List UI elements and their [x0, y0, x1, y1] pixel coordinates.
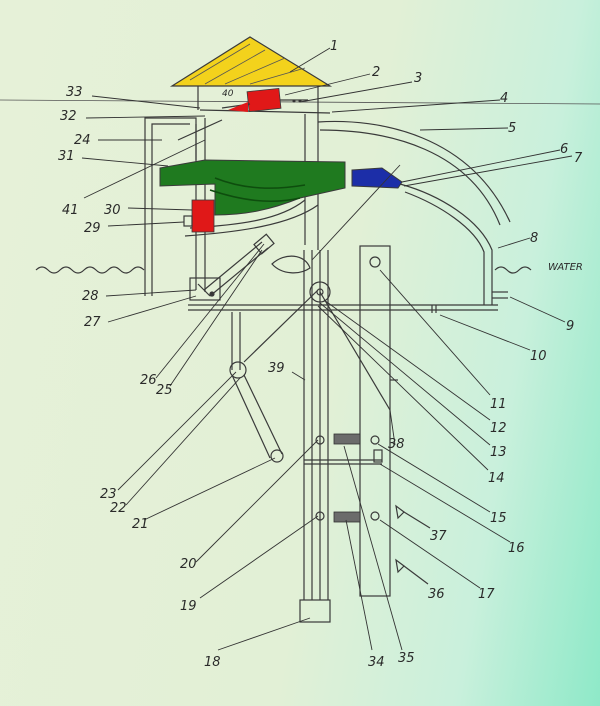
label-24: 24 [74, 133, 91, 148]
label-water: WATER [548, 262, 583, 273]
red-generator [221, 87, 308, 113]
roof [169, 36, 333, 87]
label-41: 41 [62, 203, 79, 218]
label-29: 29 [84, 221, 101, 236]
label-13: 13 [490, 445, 507, 460]
label-40: 40 [222, 89, 234, 99]
label-1: 1 [330, 39, 338, 54]
label-34: 34 [368, 655, 385, 670]
red-box-tab [183, 215, 193, 227]
buoy-flap [271, 255, 311, 274]
cross-members [304, 435, 383, 521]
label-10: 10 [530, 349, 547, 364]
label-18: 18 [204, 655, 221, 670]
base-line [188, 304, 498, 313]
water-line [35, 266, 532, 274]
arrow-markers [395, 504, 431, 585]
red-box [191, 199, 215, 233]
label-32: 32 [60, 109, 77, 124]
leader-lines [81, 47, 573, 651]
main-column [299, 250, 331, 623]
label-11: 11 [490, 397, 507, 412]
label-14: 14 [488, 471, 505, 486]
blue-nozzle [351, 167, 403, 189]
right-pipe [399, 183, 508, 305]
label-36: 36 [428, 587, 445, 602]
curved-arm [317, 120, 511, 226]
label-27: 27 [84, 315, 101, 330]
hatched-block-upper [333, 433, 361, 445]
label-37: 37 [430, 529, 447, 544]
green-turbine [159, 159, 346, 216]
label-35: 35 [398, 651, 415, 666]
hatched-block-lower [333, 511, 361, 523]
label-15: 15 [490, 511, 507, 526]
label-16: 16 [508, 541, 525, 556]
label-7: 7 [574, 151, 583, 166]
label-22: 22 [110, 501, 127, 516]
label-3: 3 [414, 71, 422, 86]
label-5: 5 [508, 121, 516, 136]
label-38: 38 [388, 437, 405, 452]
label-4: 4 [500, 91, 508, 106]
label-6: 6 [560, 142, 568, 157]
label-8: 8 [530, 231, 538, 246]
label-26: 26 [140, 373, 157, 388]
label-9: 9 [566, 319, 574, 334]
label-23: 23 [100, 487, 117, 502]
label-2: 2 [372, 65, 380, 80]
label-39: 39 [268, 361, 285, 376]
roof-hatching [189, 43, 306, 85]
label-33: 33 [66, 85, 83, 100]
arm-linkage [203, 233, 319, 463]
label-25: 25 [156, 383, 173, 398]
right-column [359, 245, 398, 597]
label-12: 12 [490, 421, 507, 436]
label-19: 19 [180, 599, 197, 614]
label-28: 28 [82, 289, 99, 304]
label-30: 30 [104, 203, 121, 218]
label-20: 20 [180, 557, 197, 572]
label-31: 31 [58, 149, 75, 164]
label-21: 21 [132, 517, 149, 532]
label-17: 17 [478, 587, 495, 602]
pulley-wheel [309, 281, 391, 411]
